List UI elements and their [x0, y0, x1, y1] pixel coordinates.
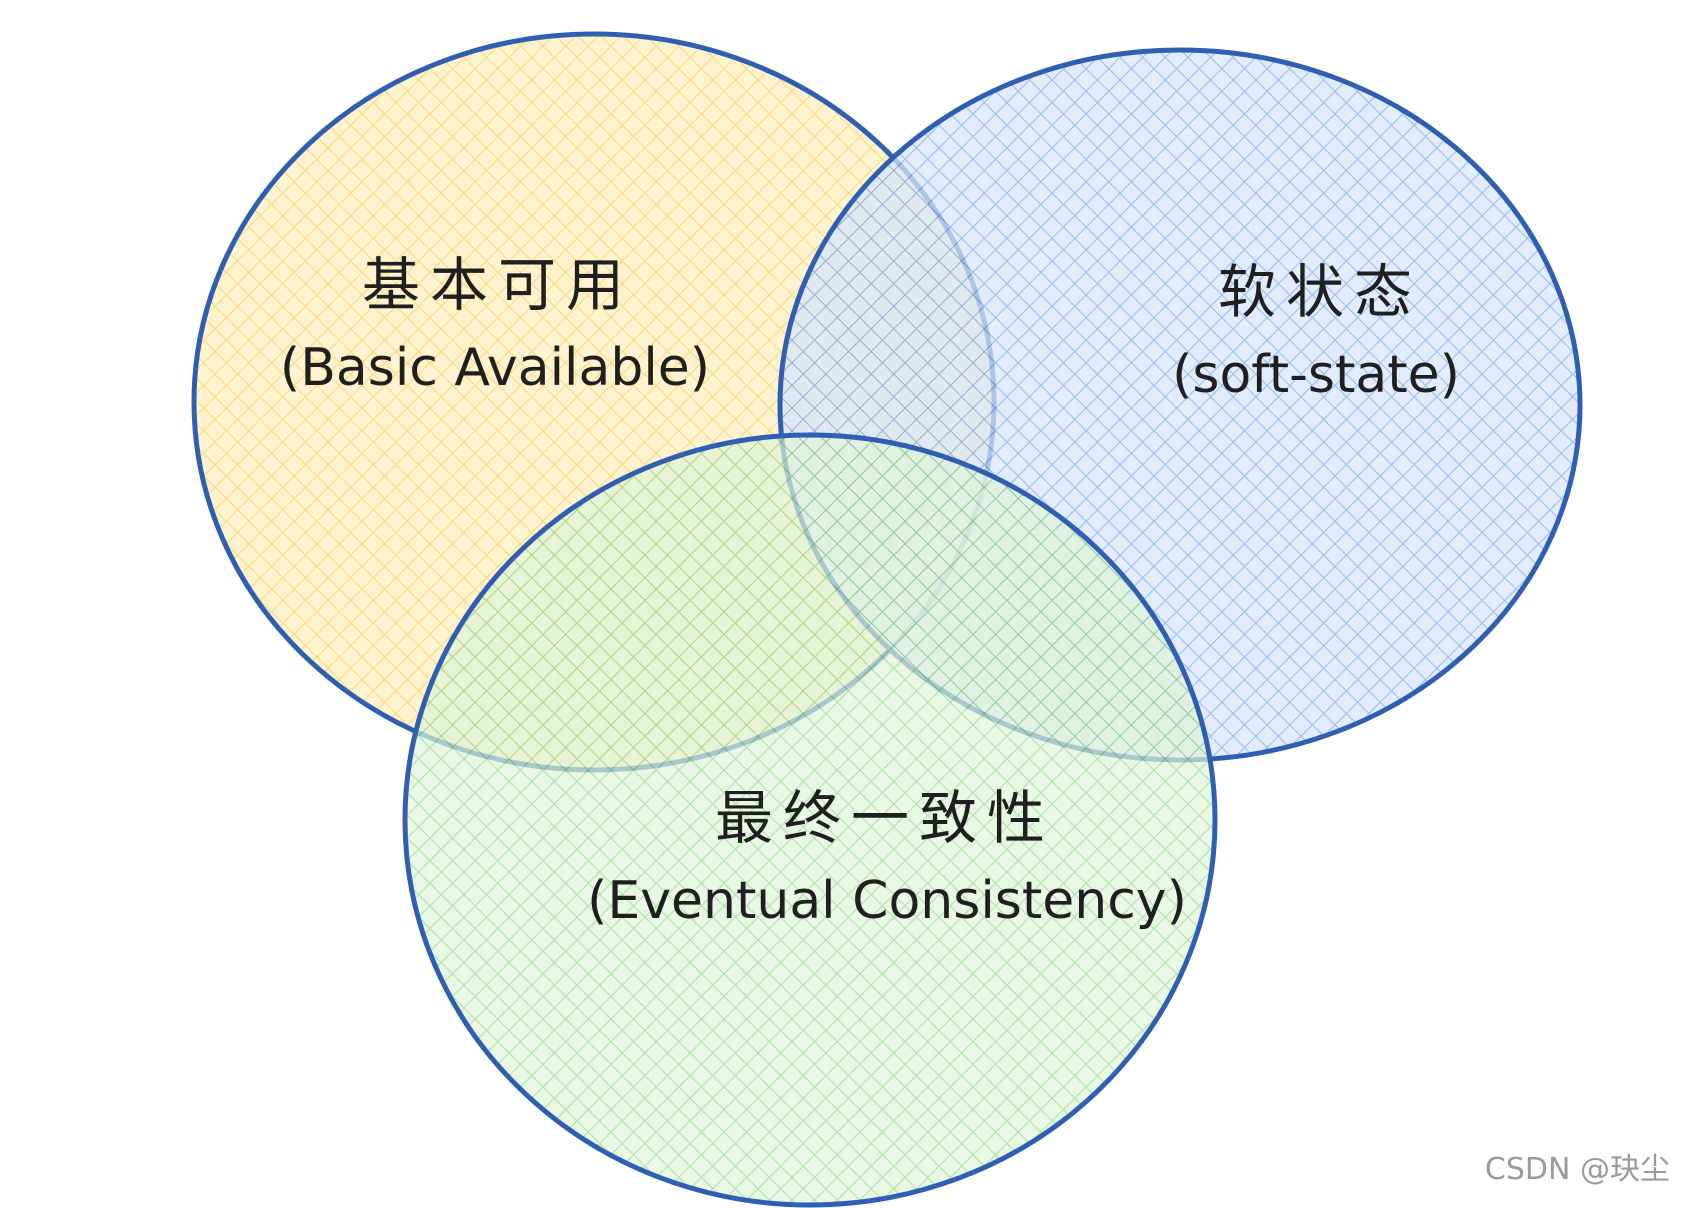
label-eventual-consistency-en: (Eventual Consistency) — [587, 871, 1187, 931]
label-eventual-consistency-zh: 最终一致性 — [715, 784, 1055, 852]
label-basic-available-en: (Basic Available) — [280, 338, 710, 398]
label-soft-state-en: (soft-state) — [1172, 345, 1460, 405]
circle-eventual-consistency — [402, 432, 1218, 1208]
watermark-text: CSDN @玦尘 — [1484, 1152, 1670, 1187]
label-soft-state-zh: 软状态 — [1218, 258, 1422, 326]
label-basic-available-zh: 基本可用 — [362, 251, 634, 319]
set-eventual-consistency — [402, 432, 1218, 1208]
